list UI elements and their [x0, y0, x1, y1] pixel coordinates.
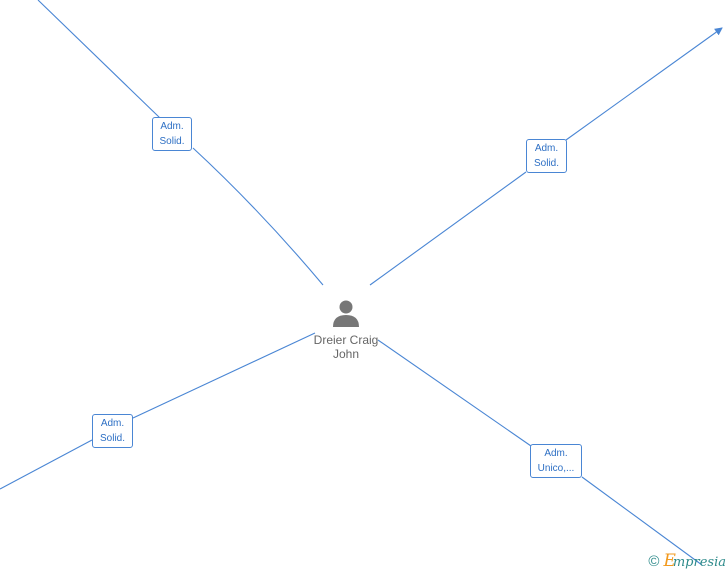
relation-role: Adm. — [544, 448, 568, 459]
link-top-left — [37, 0, 324, 286]
relation-label-top-right[interactable]: Adm. Solid. — [526, 139, 567, 173]
brand-logo: Empresia — [663, 551, 726, 571]
relation-label-bottom-left[interactable]: Adm. Solid. — [92, 414, 133, 448]
relation-type: Solid. — [99, 433, 125, 444]
relation-label-top-left[interactable]: Adm. Solid. — [152, 117, 192, 151]
brand-initial: E — [663, 551, 676, 571]
relation-role: Adm. — [160, 121, 184, 132]
link-top-right — [369, 28, 722, 286]
person-name-line2: John — [332, 347, 360, 361]
center-person-node[interactable]: Dreier Craig John — [296, 298, 396, 361]
brand-watermark: © Empresia — [648, 551, 726, 571]
person-name-line1: Dreier Craig — [313, 333, 379, 347]
relation-type: Unico,... — [537, 463, 575, 474]
link-bottom-left — [0, 332, 316, 490]
person-name: Dreier Craig John — [296, 333, 396, 361]
person-icon — [333, 300, 359, 327]
relation-role: Adm. — [534, 143, 559, 154]
link-bottom-right — [377, 339, 703, 566]
relation-label-bottom-right[interactable]: Adm. Unico,... — [530, 444, 582, 478]
relation-type: Solid. — [159, 136, 185, 147]
brand-name: mpresia — [672, 555, 726, 570]
relation-role: Adm. — [100, 418, 125, 429]
relation-type: Solid. — [533, 158, 559, 169]
copyright-icon: © — [648, 552, 660, 570]
